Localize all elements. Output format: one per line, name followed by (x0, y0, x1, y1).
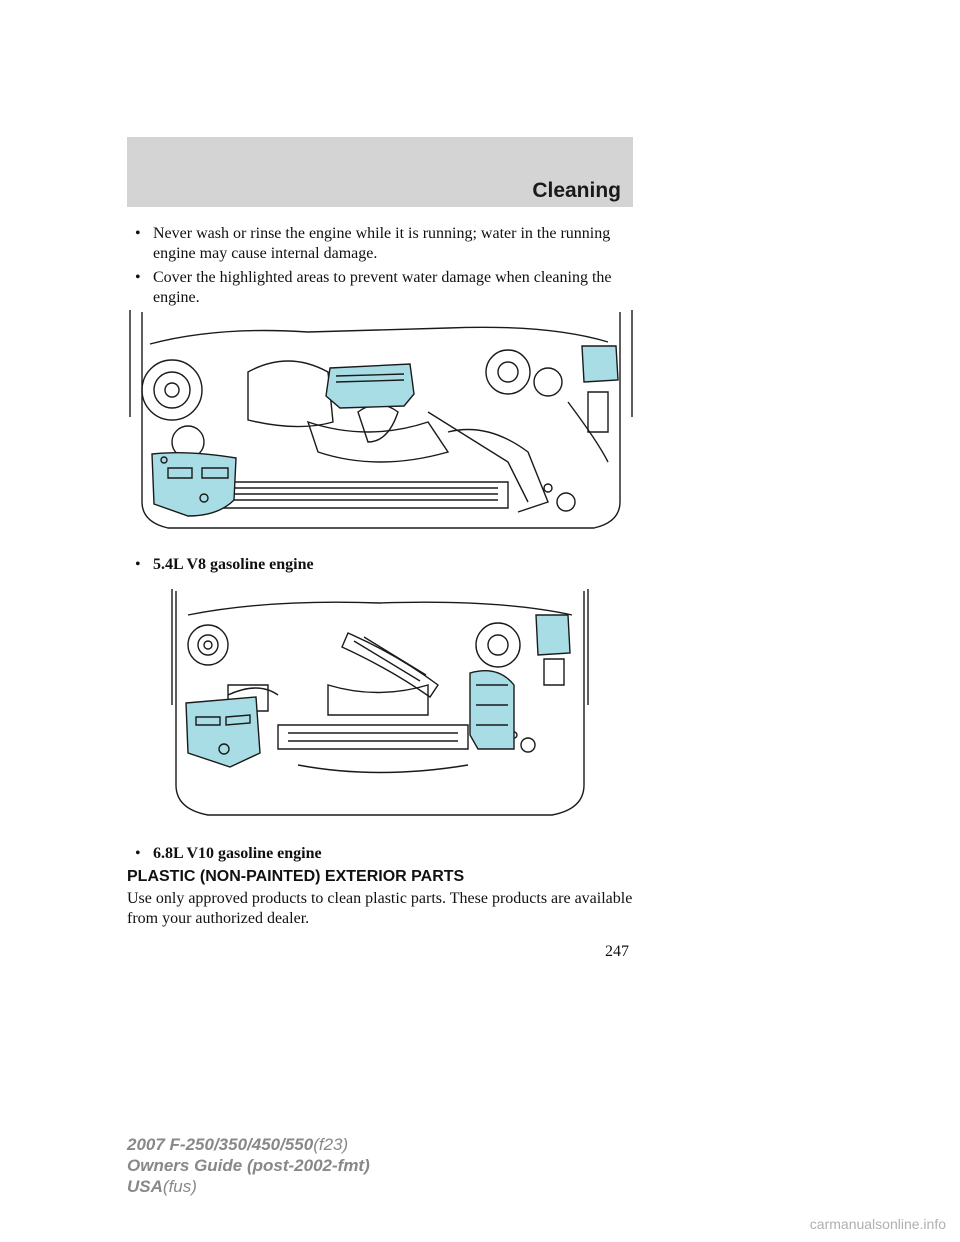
section-title: Cleaning (532, 179, 621, 202)
caption-text: 5.4L V8 gasoline engine (153, 556, 314, 573)
bullet-item: Cover the highlighted areas to prevent w… (127, 268, 647, 308)
figure-caption: • 5.4L V8 gasoline engine (127, 556, 314, 574)
footer-region-code: (fus) (162, 1177, 197, 1196)
footer-model-code: (f23) (313, 1135, 349, 1154)
engine-diagram-v8 (128, 302, 634, 548)
document-footer: 2007 F-250/350/450/550(f23) Owners Guide… (127, 1134, 370, 1197)
section-paragraph: Use only approved products to clean plas… (127, 890, 633, 927)
section-heading: PLASTIC (NON-PAINTED) EXTERIOR PARTS (127, 868, 465, 885)
watermark: carmanualsonline.info (809, 1216, 946, 1232)
header-band: Cleaning (127, 137, 633, 207)
footer-model: 2007 F-250/350/450/550 (127, 1135, 314, 1154)
bullet-glyph: • (135, 845, 141, 862)
bullet-list: Never wash or rinse the engine while it … (127, 224, 647, 312)
footer-guide: Owners Guide (post-2002-fmt) (127, 1156, 370, 1175)
bullet-glyph: • (135, 556, 141, 573)
footer-region: USA (127, 1177, 163, 1196)
page-number: 247 (605, 943, 629, 960)
bullet-item: Never wash or rinse the engine while it … (127, 224, 647, 264)
engine-diagram-v10 (168, 585, 592, 835)
caption-text: 6.8L V10 gasoline engine (153, 845, 322, 862)
figure-caption: • 6.8L V10 gasoline engine (127, 845, 322, 863)
